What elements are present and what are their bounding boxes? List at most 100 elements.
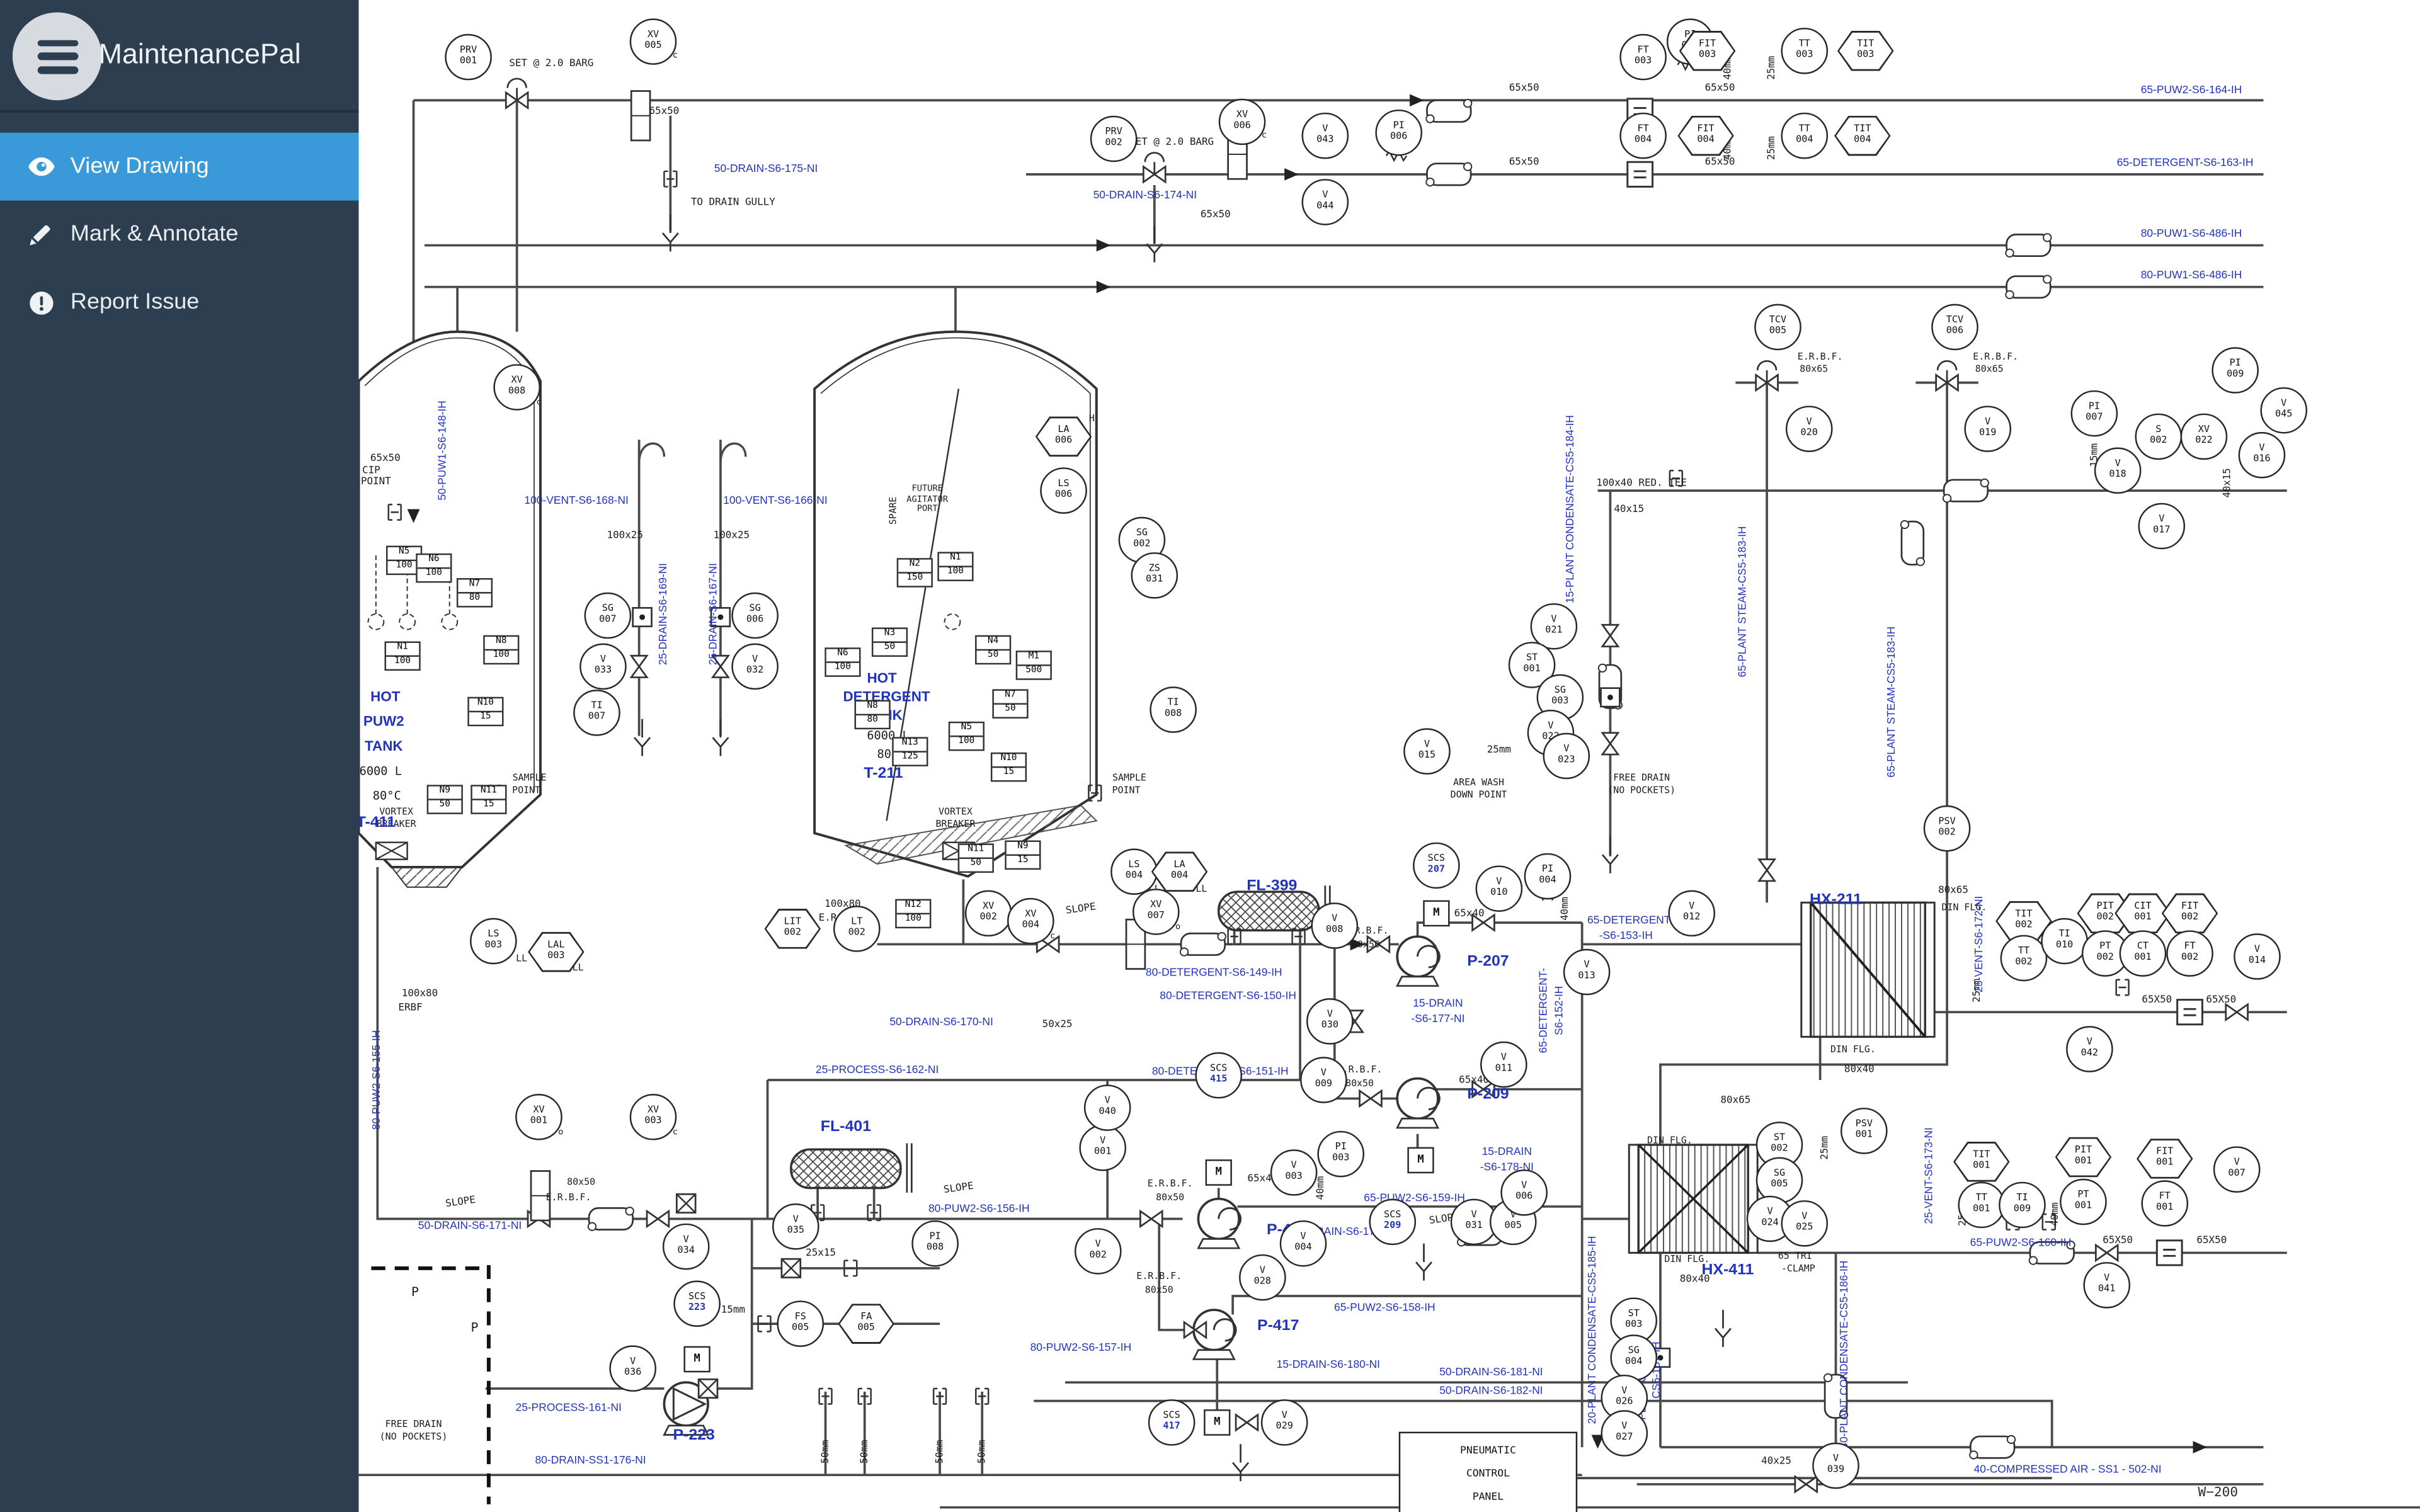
drawing-label-50-puw1-s6-148-ih: 50-PUW1-S6-148-IH: [438, 401, 449, 501]
sidebar-item-label: Report Issue: [70, 290, 200, 315]
drawing-label-20-plant-condensate-cs5-185-ih: 20-PLANT CONDENSATE-CS5-185-IH: [1587, 1236, 1599, 1424]
drawing-label-15-drain: 15-DRAIN: [1413, 999, 1463, 1010]
drawing-label-port: PORT: [916, 504, 938, 514]
drawing-label-50-drain-s6-170-ni: 50-DRAIN-S6-170-NI: [889, 1017, 993, 1028]
drawing-label-cip: CIP: [362, 463, 380, 477]
instrument-m: M: [1204, 1409, 1231, 1436]
equipment-label-hx-411: HX-411: [1701, 1262, 1754, 1280]
drawing-label-spare: SPARE: [888, 496, 899, 525]
drawing-label-down-point: DOWN POINT: [1450, 790, 1507, 801]
equipment-label-fl-401: FL-401: [820, 1118, 871, 1136]
drawing-label-free-drain: FREE DRAIN: [1613, 773, 1670, 784]
drawing-label-50mm: 50mm: [975, 1440, 988, 1464]
drawing-label-25mm: 25mm: [1765, 55, 1778, 80]
drawing-label-point: POINT: [512, 785, 541, 797]
app-title: MaintenancePal: [98, 38, 301, 70]
sidebar-item-view-drawing[interactable]: View Drawing: [0, 132, 359, 201]
drawing-label-65-puw2-s6-158-ih: 65-PUW2-S6-158-IH: [1334, 1303, 1435, 1314]
drawing-label-set-2-0-barg: SET @ 2.0 BARG: [1129, 135, 1214, 148]
drawing-label-vortex: VORTEX: [379, 807, 414, 818]
sidebar-item-report-issue[interactable]: Report Issue: [0, 268, 358, 336]
sidebar-item-mark-annotate[interactable]: Mark & Annotate: [0, 201, 358, 269]
drawing-label-50mm: 50mm: [858, 1440, 871, 1464]
drawing-label-puw2: PUW2: [363, 713, 404, 729]
hamburger-icon: [37, 39, 78, 74]
drawing-label-50-drain-s6-174-ni: 50-DRAIN-S6-174-NI: [1093, 190, 1197, 202]
drawing-label-80x65: 80x65: [1800, 364, 1829, 375]
drawing-label-t-411: T-411: [356, 814, 396, 832]
drawing-label-65x50: 65X50: [2142, 993, 2172, 1006]
drawing-label-80x50: 80x50: [1352, 940, 1380, 951]
drawing-label-ll: LL: [516, 953, 528, 965]
drawing-label-25-drain-s6-169-ni: 25-DRAIN-S6-169-NI: [658, 563, 670, 666]
drawing-label-c: c: [672, 1128, 678, 1138]
sidebar-item-label: View Drawing: [70, 154, 209, 179]
drawing-label-clamp: -CLAMP: [1781, 1263, 1815, 1275]
inline-symbols: [387, 59, 2207, 1482]
drawing-label-free-drain: FREE DRAIN: [385, 1419, 442, 1431]
drawing-label-breaker: BREAKER: [935, 819, 976, 831]
drawing-label-100x25: 100x25: [607, 528, 643, 542]
drawing-label-6000-l: 6000 L: [359, 764, 402, 778]
drawing-label-65x50: 65x50: [649, 105, 680, 117]
drawing-label-65-plant-steam-cs5-183-ih: 65-PLANT STEAM-CS5-183-IH: [1886, 626, 1898, 778]
drawing-label-65x50: 65x50: [1704, 155, 1735, 168]
drawing-label-40-compressed-air-ss1-502-ni: 40-COMPRESSED AIR - SS1 - 502-NI: [1973, 1465, 2162, 1476]
drawing-label-e-r-b-f: E.R.B.F.: [1147, 1178, 1193, 1190]
drawing-label-hot: HOT: [867, 670, 897, 686]
app-logo[interactable]: [12, 12, 102, 101]
equipment-label-p-223: P-223: [673, 1427, 715, 1445]
drawing-label-65x50: 65X50: [2196, 1234, 2227, 1247]
drawing-label-65-tri: 65 TRI: [1778, 1251, 1812, 1263]
drawing-label-hot: HOT: [370, 688, 401, 705]
drawing-label-o: o: [558, 1128, 564, 1138]
drawing-label-25-process-161-ni: 25-PROCESS-161-NI: [515, 1403, 622, 1414]
drawing-label-25x15: 25x15: [806, 1246, 836, 1259]
alert-icon: [25, 290, 57, 314]
equipment-label-hx-211: HX-211: [1810, 892, 1863, 909]
drawing-label-80x50: 80x50: [1156, 1192, 1185, 1203]
drawing-label-40-plant-condensate-cs5-186-ih: 40-PLANT CONDENSATE-CS5-186-IH: [1839, 1260, 1851, 1449]
drawing-label-50x25: 50x25: [1042, 1018, 1073, 1031]
drawing-label-15-drain: 15-DRAIN: [1481, 1147, 1532, 1158]
drawing-label-vortex: VORTEX: [938, 807, 973, 818]
drawing-label-100-vent-s6-168-ni: 100-VENT-S6-168-NI: [524, 496, 629, 507]
